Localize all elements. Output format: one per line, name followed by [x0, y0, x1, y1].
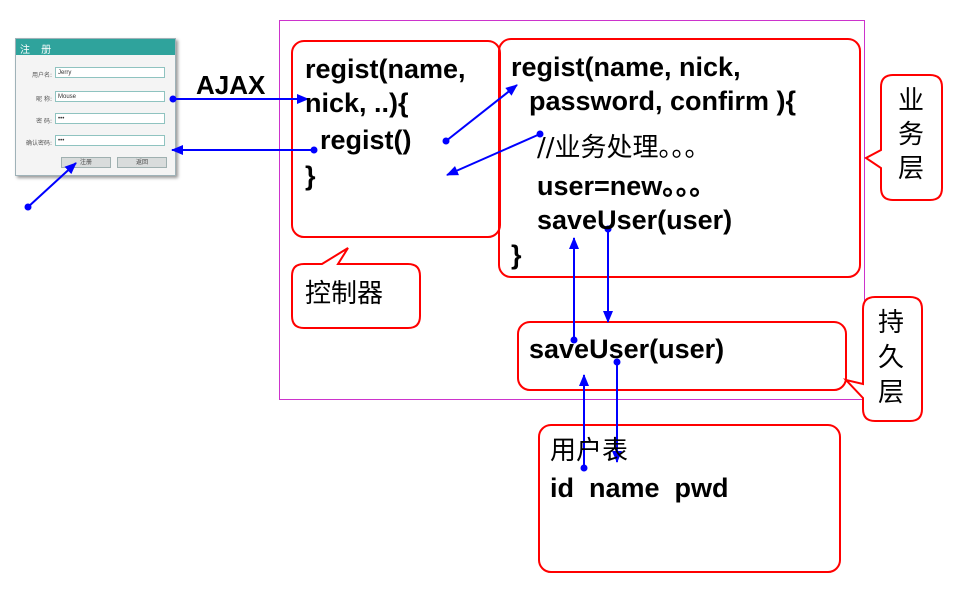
service-callout-text: 业务层: [898, 86, 925, 184]
form-title: 注 册: [20, 45, 56, 56]
service-line-5: saveUser(user): [537, 205, 733, 235]
register-button[interactable]: 注册: [61, 157, 111, 168]
controller-line-4: }: [305, 161, 316, 191]
service-line-1: regist(name, nick,: [511, 52, 741, 82]
confirm-password-field[interactable]: •••: [55, 135, 165, 146]
nickname-field[interactable]: Mouse: [55, 91, 165, 102]
service-line-2: password, confirm ){: [529, 86, 797, 116]
service-line-3: //业务处理。。。: [537, 133, 711, 163]
controller-callout-text: 控制器: [305, 279, 384, 309]
back-button[interactable]: 返回: [117, 157, 167, 168]
service-line-4: user=new。。。: [537, 171, 717, 201]
user-table-title: 用户表: [550, 436, 629, 466]
confirm-password-label: 确认密码:: [25, 140, 52, 147]
password-label: 密 码:: [36, 118, 52, 125]
layer-frame: [279, 20, 865, 400]
dao-line-1: saveUser(user): [529, 334, 725, 364]
controller-line-1: regist(name,: [305, 54, 466, 84]
password-field[interactable]: •••: [55, 113, 165, 124]
form-header: 注 册: [16, 39, 175, 56]
username-field[interactable]: Jerry: [55, 67, 165, 78]
nickname-label: 昵 称:: [36, 96, 52, 103]
controller-line-3: regist(): [305, 125, 412, 155]
controller-line-2: nick, ..){: [305, 88, 409, 118]
user-table-columns: id name pwd: [550, 473, 729, 503]
username-label: 用户名:: [31, 72, 52, 79]
register-form-thumbnail: 注 册 用户名: Jerry 昵 称: Mouse 密 码: ••• 确认密码:…: [15, 38, 176, 176]
ajax-label: AJAX: [196, 70, 266, 100]
service-line-6: }: [511, 240, 522, 270]
dao-callout-text: 持久层: [878, 308, 905, 408]
